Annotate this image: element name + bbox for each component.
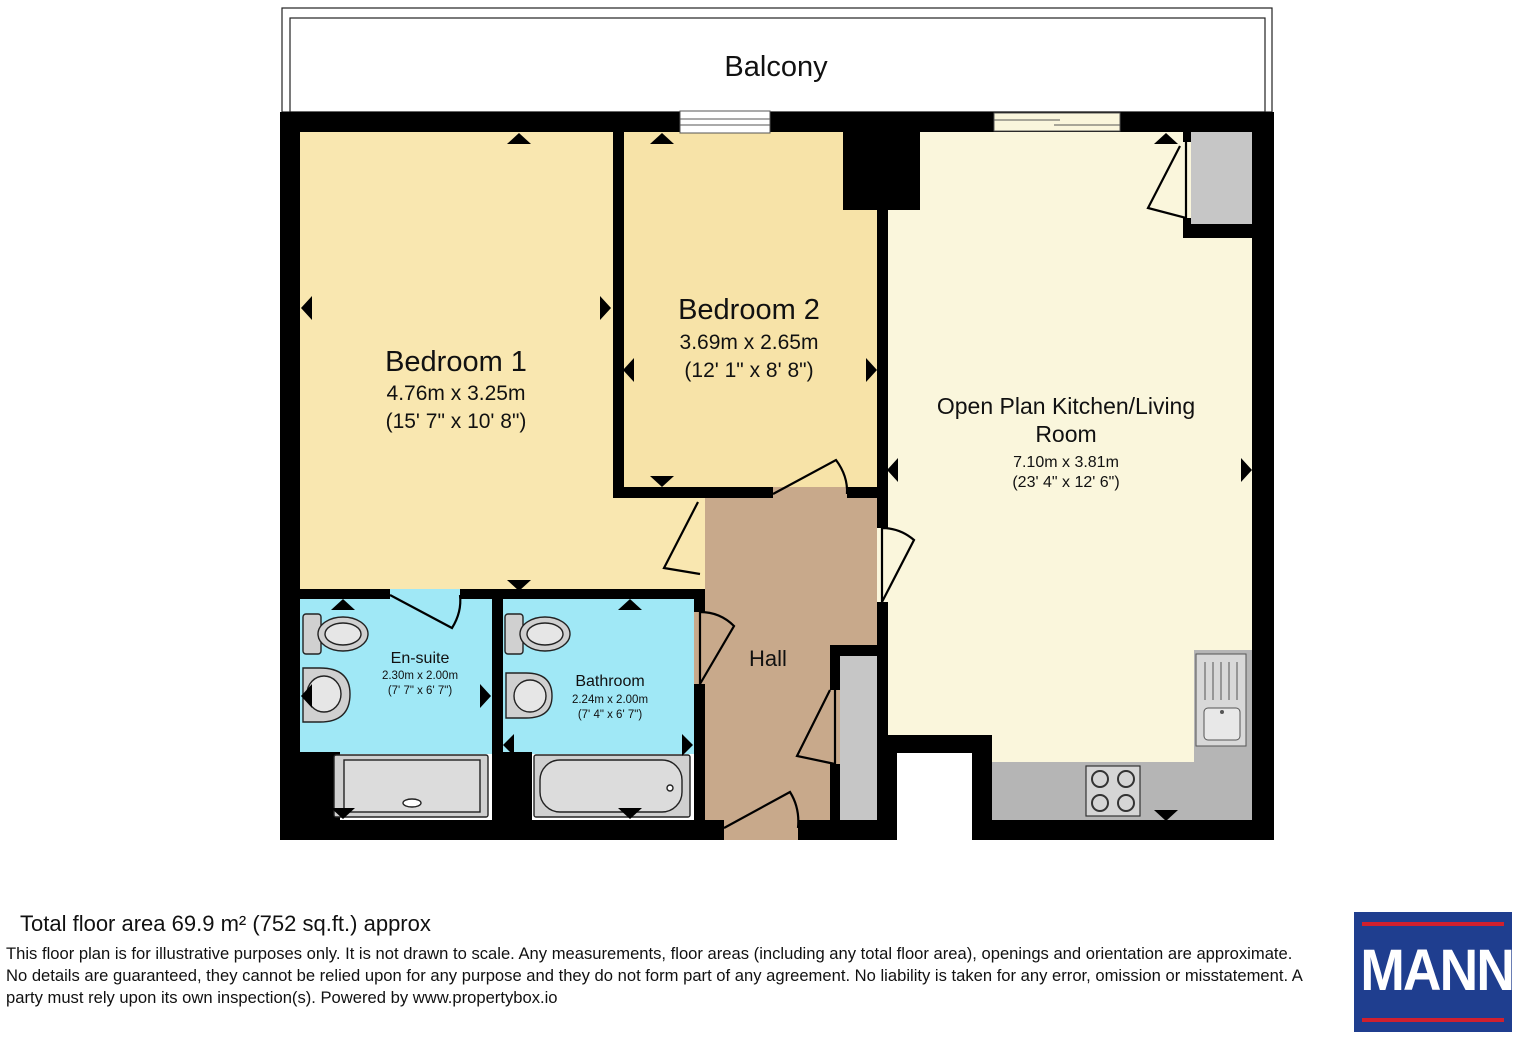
bathroom-name: Bathroom (575, 673, 644, 690)
living-floor (888, 132, 1252, 762)
cupboard-hall (840, 656, 877, 820)
bathroom-metric: 2.24m x 2.00m (572, 694, 648, 706)
bedroom2-metric: 3.69m x 2.65m (680, 331, 819, 354)
ensuite-fixtures (302, 613, 489, 818)
bedroom1-imperial: (15' 7" x 10' 8") (386, 410, 527, 433)
total-floor-area: Total floor area 69.9 m² (752 sq.ft.) ap… (20, 911, 431, 936)
ensuite-name: En-suite (391, 650, 450, 667)
living-name-line1: Open Plan Kitchen/Living (937, 393, 1195, 419)
logo-stripe-top (1362, 922, 1504, 926)
cupboard (1185, 132, 1252, 224)
agent-logo: MANN (1354, 912, 1515, 1032)
bedroom1-metric: 4.76m x 3.25m (387, 382, 526, 405)
logo-text: MANN (1360, 938, 1515, 1003)
living-imperial: (23' 4" x 12' 6") (1012, 474, 1119, 491)
bedroom1-name: Bedroom 1 (385, 346, 527, 378)
hob-icon (1085, 765, 1141, 817)
bedroom2-name: Bedroom 2 (678, 294, 820, 326)
hall-label: Hall (749, 646, 787, 671)
balcony (281, 7, 1273, 113)
bedroom2-floor (624, 132, 879, 488)
bedroom2-imperial: (12' 1" x 8' 8") (684, 359, 813, 382)
window (679, 110, 771, 134)
disclaimer: This floor plan is for illustrative purp… (6, 944, 1302, 1007)
logo-stripe-bottom (1362, 1018, 1504, 1022)
balcony-label: Balcony (724, 51, 828, 83)
kitchen-counter (992, 650, 1252, 820)
ensuite-metric: 2.30m x 2.00m (382, 670, 458, 682)
patio-door (993, 112, 1121, 132)
ensuite-imperial: (7' 7" x 6' 7") (388, 685, 452, 697)
bathroom-imperial: (7' 4" x 6' 7") (578, 709, 642, 721)
living-name-line2: Room (1035, 421, 1096, 447)
door-swings (389, 142, 1188, 829)
dimension-arrows (301, 133, 1252, 821)
bathroom-fixtures (504, 613, 691, 818)
living-metric: 7.10m x 3.81m (1013, 454, 1119, 471)
